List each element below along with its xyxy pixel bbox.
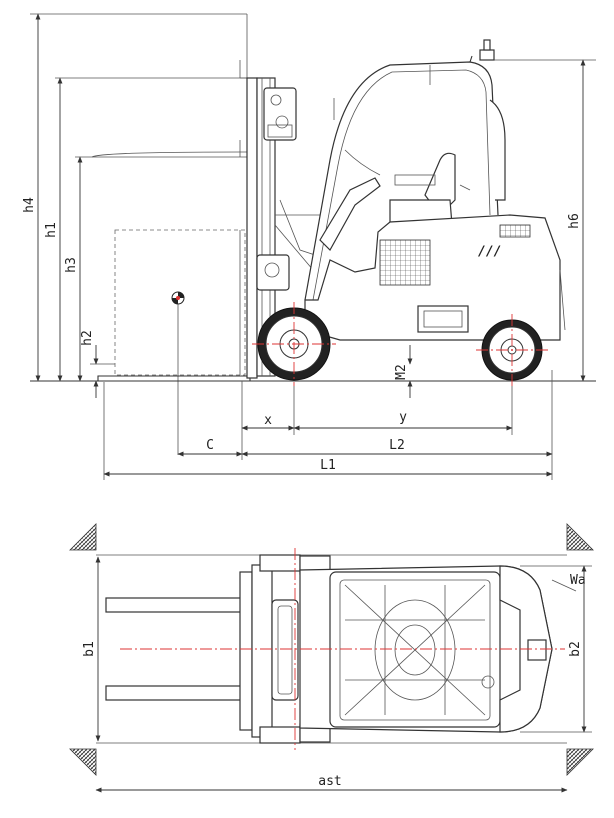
aisle-corner-top-left [69, 523, 97, 551]
fork-carriage [239, 571, 253, 731]
aisle-corner-bottom-left [69, 748, 97, 776]
aisle-corner-top-right [566, 523, 594, 551]
truck-body: /// [304, 214, 566, 341]
brand-mark: /// [478, 244, 501, 259]
mast [246, 77, 331, 379]
label-h1: h1 [44, 222, 59, 238]
load-box [114, 229, 246, 376]
label-b2: b2 [568, 641, 583, 657]
label-h6: h6 [567, 213, 582, 229]
label-h2: h2 [80, 330, 95, 346]
top-view: b1 b2 Wa [69, 523, 594, 793]
seat-and-steering [319, 149, 471, 251]
rear-wheel-top [527, 639, 547, 661]
aisle-corner-bottom-right [566, 748, 594, 776]
label-x: x [264, 413, 272, 428]
label-h3: h3 [64, 257, 79, 273]
label-h4: h4 [22, 197, 37, 213]
battery-plate [417, 305, 469, 333]
fork-left [105, 597, 243, 613]
label-c: C [206, 438, 214, 453]
label-m2: M2 [394, 364, 409, 380]
label-wa: Wa [570, 573, 586, 588]
rear-vent-grille [499, 224, 531, 238]
label-b1: b1 [82, 641, 97, 657]
overhead-guard [304, 39, 506, 301]
label-y: y [399, 410, 407, 425]
label-l2: L2 [389, 438, 405, 453]
side-view: h4 h1 h3 h2 h6 M2 [22, 13, 596, 480]
label-ast: ast [318, 774, 341, 789]
front-wheel [252, 302, 336, 386]
rear-wheel [476, 314, 548, 386]
center-of-gravity-icon [171, 291, 185, 455]
overhead-guard-lattice [344, 584, 486, 716]
body-vent-grille [379, 239, 431, 286]
fork-right [105, 685, 243, 701]
label-l1: L1 [320, 458, 336, 473]
fork-lowered [97, 375, 251, 382]
